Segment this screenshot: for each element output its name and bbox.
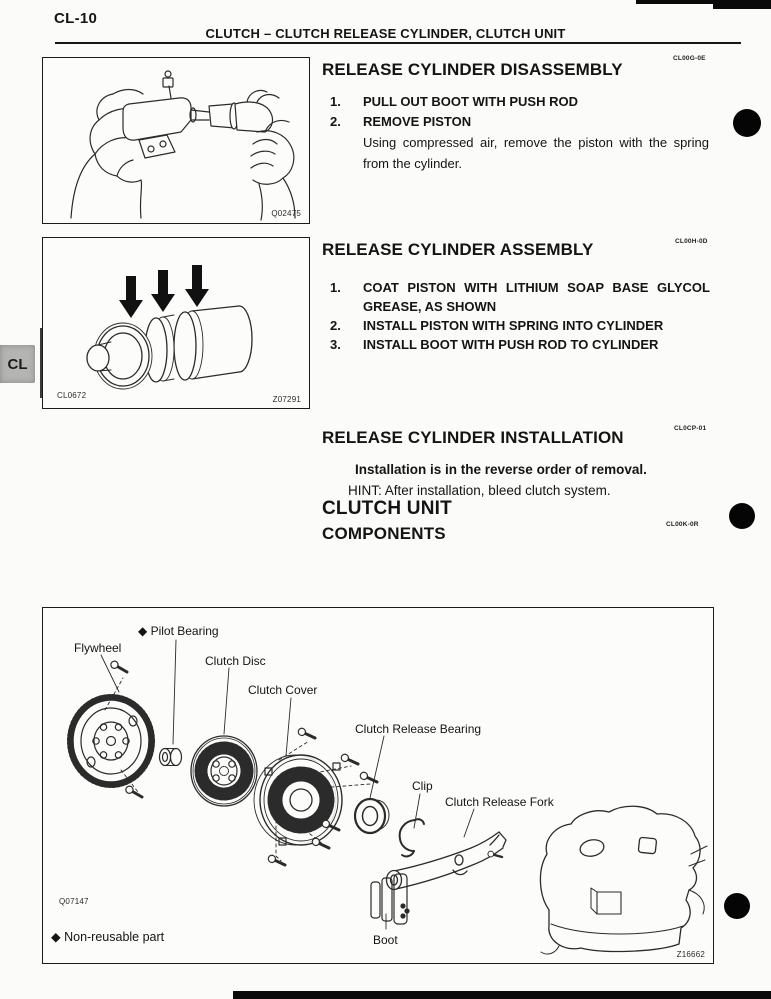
transmission-housing-drawing (539, 805, 708, 955)
clutch-release-bearing-drawing (353, 797, 390, 835)
clutch-unit-title: CLUTCH UNIT (322, 498, 452, 519)
flywheel-drawing (67, 658, 155, 802)
disassembly-title: RELEASE CYLINDER DISASSEMBLY (322, 60, 623, 79)
step-number: 1. (330, 94, 341, 109)
installation-hint: HINT: After installation, bleed clutch s… (348, 483, 611, 498)
installation-title: RELEASE CYLINDER INSTALLATION (322, 428, 624, 447)
binder-hole-dot-2 (729, 503, 755, 529)
pilot-bearing-drawing (158, 747, 183, 767)
label-clutch-disc: Clutch Disc (205, 654, 266, 668)
piston-drawing (86, 305, 253, 390)
figure-code: Q07147 (59, 897, 89, 906)
assembly-step-1: COAT PISTON WITH LITHIUM SOAP BASE GLYCO… (363, 280, 710, 314)
assembly-step-3: INSTALL BOOT WITH PUSH ROD TO CYLINDER (363, 337, 659, 352)
clutch-release-fork-drawing (385, 831, 507, 891)
figure-code: Q02475 (271, 209, 301, 218)
clutch-disc-drawing (190, 735, 258, 807)
step-number: 1. (330, 280, 341, 295)
page-edge-line (40, 328, 42, 398)
clutch-unit-subtitle: COMPONENTS (322, 524, 446, 543)
step-number: 3. (330, 337, 341, 352)
figure-code: CL0672 (57, 391, 87, 400)
section-side-tab: CL (0, 345, 35, 383)
label-clutch-release-fork: Clutch Release Fork (445, 795, 554, 809)
label-boot: Boot (373, 933, 398, 947)
clutch-unit-code: CL00K-0R (666, 521, 699, 528)
air-gun-drawing (208, 89, 280, 133)
grease-arrows (119, 265, 209, 318)
header-rule (55, 42, 741, 45)
clutch-cover-drawing (253, 725, 381, 870)
figure-clutch-unit-components: ◆ Pilot Bearing Flywheel Clutch Disc Clu… (42, 607, 714, 964)
disassembly-step-2: REMOVE PISTON (363, 114, 472, 129)
figure-release-cylinder-assembly: CL0672 Z07291 (42, 237, 310, 409)
label-clip: Clip (412, 779, 433, 793)
label-clutch-release-bearing: Clutch Release Bearing (355, 722, 482, 736)
page-number: CL-10 (54, 10, 98, 27)
release-cylinder-drawing (122, 70, 210, 159)
assembly-code: CL00H-0D (675, 238, 708, 245)
label-flywheel: Flywheel (74, 641, 122, 655)
clutch-components-exploded-illustration (67, 639, 708, 955)
right-hand-drawing (250, 119, 296, 221)
boot-drawing (370, 873, 410, 925)
leader-lines (100, 639, 475, 930)
figure-code: Z16662 (676, 950, 705, 959)
assembly-title: RELEASE CYLINDER ASSEMBLY (322, 240, 594, 259)
figure-release-cylinder-disassembly: Q02475 (42, 57, 310, 224)
assembly-step-2: INSTALL PISTON WITH SPRING INTO CYLINDER (363, 318, 664, 333)
step-number: 2. (330, 114, 341, 129)
non-reusable-legend: ◆ Non-reusable part (51, 930, 165, 944)
release-cylinder-air-gun-illustration (70, 70, 296, 221)
fork-bolt-drawing (486, 849, 504, 861)
scan-edge-bottom (233, 991, 771, 999)
binder-hole-dot-3 (724, 893, 750, 919)
page-header-title: CLUTCH – CLUTCH RELEASE CYLINDER, CLUTCH… (205, 26, 566, 41)
disassembly-step-2-detail: Using compressed air, remove the piston … (363, 135, 709, 171)
label-pilot-bearing: ◆ Pilot Bearing (138, 624, 219, 638)
scan-edge-top (636, 0, 771, 4)
disassembly-step-1: PULL OUT BOOT WITH PUSH ROD (363, 94, 578, 109)
installation-note: Installation is in the reverse order of … (355, 462, 647, 477)
piston-grease-illustration (86, 265, 253, 390)
step-number: 2. (330, 318, 341, 333)
clip-drawing (398, 818, 425, 858)
binder-hole-dot-1 (733, 109, 761, 137)
label-clutch-cover: Clutch Cover (248, 683, 318, 697)
disassembly-code: CL00G-0E (673, 55, 706, 62)
scan-edge-top-corner (713, 0, 771, 9)
figure-code: Z07291 (272, 395, 301, 404)
installation-code: CL0CP-01 (674, 425, 707, 432)
